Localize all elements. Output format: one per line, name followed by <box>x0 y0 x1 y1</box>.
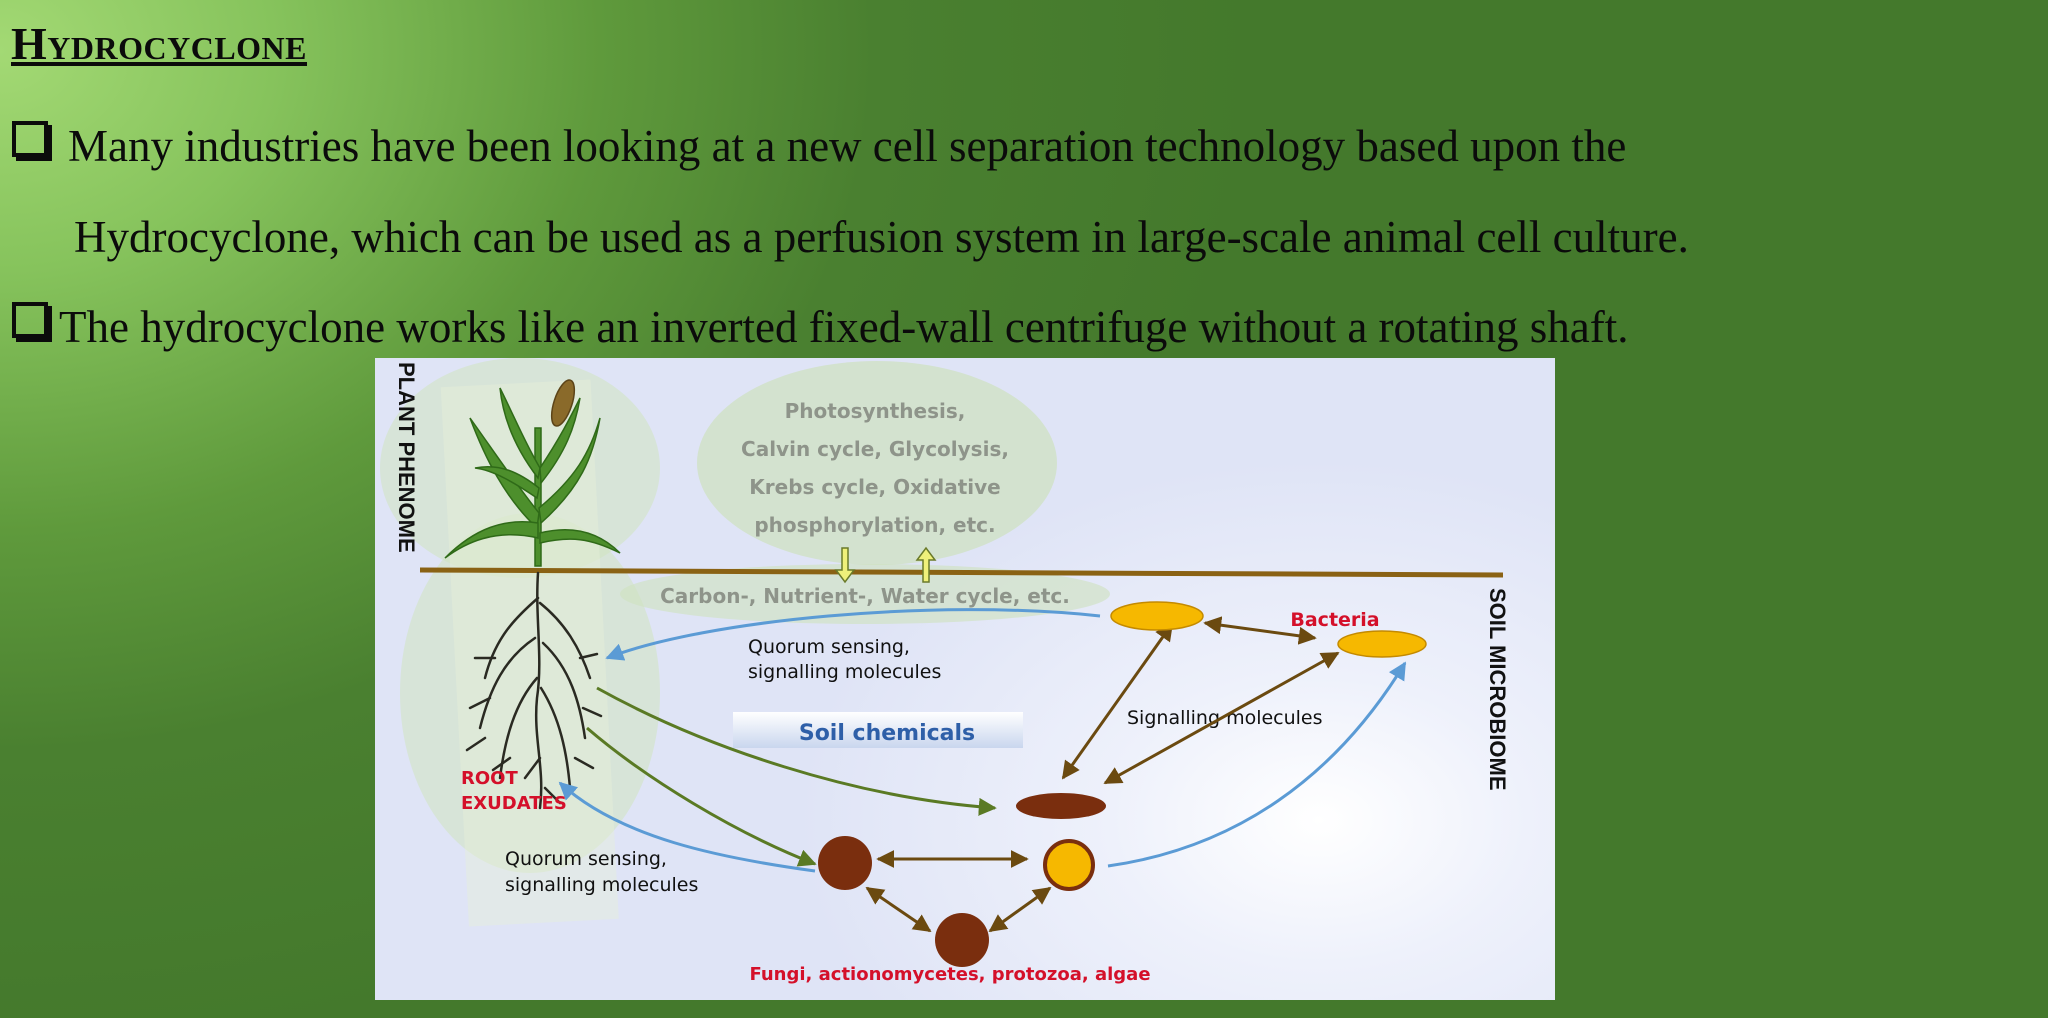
figure-diagram: PLANT PHENOME SOIL MICROBIOME <box>380 358 1510 985</box>
bacteria-cell-icon <box>1337 630 1427 658</box>
organisms-label: Fungi, actionomycetes, protozoa, algae <box>749 964 1150 985</box>
soil-microbiome-label: SOIL MICROBIOME <box>1485 588 1510 791</box>
fungi-cell-icon <box>818 836 872 890</box>
cycles-text: Carbon-, Nutrient-, Water cycle, etc. <box>660 584 1070 608</box>
process-text: Photosynthesis, Calvin cycle, Glycolysis… <box>660 399 1070 608</box>
red-labels: Bacteria ROOT EXUDATES Fungi, actionomyc… <box>461 609 1380 985</box>
bullet-1: Many industries have been looking at a n… <box>12 116 1626 176</box>
quorum-top-line-1: Quorum sensing, <box>748 636 910 658</box>
plant-phenome-label: PLANT PHENOME <box>394 362 419 553</box>
plant-shoot-icon <box>444 379 621 567</box>
bullet-1-line-1: Many industries have been looking at a n… <box>68 121 1627 171</box>
blue-arrows <box>558 608 1407 873</box>
plant-roots-icon <box>465 571 603 810</box>
checkbox-bullet-icon <box>12 121 48 157</box>
protozoa-cell-icon <box>1043 839 1095 891</box>
plant-soil-microbiome-figure: PLANT PHENOME SOIL MICROBIOME <box>375 358 1555 1000</box>
ground-line <box>419 567 1504 578</box>
soil-chemicals-label: Soil chemicals <box>799 721 975 746</box>
green-arrows <box>586 686 997 867</box>
brown-arrows <box>865 616 1340 933</box>
quorum-top-line-2: signalling molecules <box>748 661 941 683</box>
process-line: Krebs cycle, Oxidative <box>749 475 1000 499</box>
checkbox-bullet-icon <box>12 302 48 338</box>
bullet-1-line-2: Hydrocyclone, which can be used as a per… <box>74 212 1689 262</box>
algae-cell-icon <box>935 913 989 967</box>
bullet-2: The hydrocyclone works like an inverted … <box>12 297 1629 357</box>
bacteria-cell-icon <box>1110 601 1204 631</box>
down-arrow-icon <box>834 547 856 584</box>
quorum-bottom-line-2: signalling molecules <box>505 874 698 896</box>
root-exudates-line-2: EXUDATES <box>461 793 567 814</box>
background-ovals <box>380 358 1110 927</box>
quorum-bottom-line-1: Quorum sensing, <box>505 848 667 870</box>
organisms <box>818 601 1427 967</box>
fungi-cell-icon <box>1016 793 1106 819</box>
root-exudates-line-1: ROOT <box>461 768 518 789</box>
soil-chemicals-box <box>733 712 1023 748</box>
bacteria-label: Bacteria <box>1290 609 1379 631</box>
up-arrow-icon <box>915 546 937 583</box>
slide-title: Hydrocyclone <box>11 18 308 69</box>
signalling-molecules-label: Signalling molecules <box>1127 707 1323 729</box>
bullet-2-line-1: The hydrocyclone works like an inverted … <box>59 302 1629 352</box>
process-line: phosphorylation, etc. <box>754 513 995 537</box>
process-line: Calvin cycle, Glycolysis, <box>741 437 1009 461</box>
process-line: Photosynthesis, <box>785 399 966 423</box>
